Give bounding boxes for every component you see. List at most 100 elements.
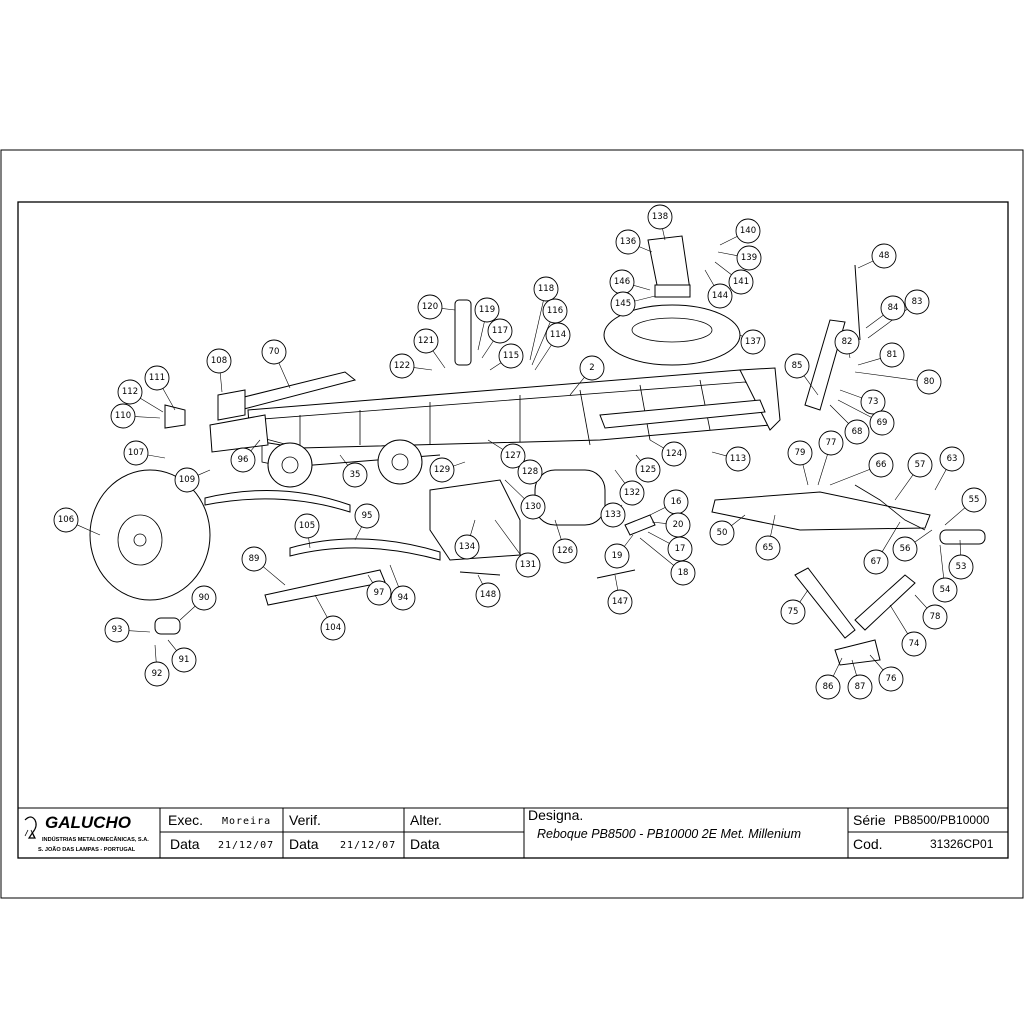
callout-89: 89	[241, 546, 267, 572]
callout-number: 70	[269, 347, 280, 357]
callout-number: 20	[673, 520, 684, 530]
callout-76: 76	[878, 666, 904, 692]
callout-circle	[815, 674, 841, 700]
callout-circle	[607, 589, 633, 615]
callout-circle	[932, 577, 958, 603]
callout-130: 130	[520, 494, 546, 520]
serie-value: PB8500/PB10000	[894, 813, 990, 827]
callout-leader-120	[441, 308, 456, 311]
callout-circle	[429, 457, 455, 483]
callout-leader-141	[714, 261, 732, 275]
callout-circle	[294, 513, 320, 539]
callout-leader-129	[453, 461, 466, 467]
callout-number: 141	[733, 277, 749, 287]
support-arm	[854, 574, 916, 631]
callout-number: 56	[900, 544, 911, 554]
callout-number: 81	[887, 350, 898, 360]
callout-circle	[878, 666, 904, 692]
callout-leader-95	[354, 526, 362, 541]
callout-number: 67	[871, 557, 882, 567]
alter-date-label: Data	[410, 836, 440, 852]
jack-handle	[854, 264, 861, 341]
callout-circle	[487, 318, 513, 344]
callout-111: 111	[144, 365, 170, 391]
callout-138: 138	[647, 204, 673, 230]
callout-circle	[500, 443, 526, 469]
callout-number: 134	[459, 542, 475, 552]
callout-circle	[171, 647, 197, 673]
callout-circle	[735, 218, 761, 244]
callout-leaders	[76, 228, 966, 677]
callout-circle	[736, 245, 762, 271]
callout-circle	[498, 343, 524, 369]
callout-87: 87	[847, 674, 873, 700]
callout-leader-74	[889, 604, 908, 634]
callout-leader-81	[857, 358, 881, 366]
callout-90: 90	[191, 585, 217, 611]
callout-number: 77	[826, 438, 837, 448]
callout-leader-112	[140, 397, 164, 413]
callout-circle	[728, 269, 754, 295]
callout-number: 91	[179, 655, 190, 665]
callout-109: 109	[174, 467, 200, 493]
callout-number: 118	[538, 284, 554, 294]
company-line2: S. JOÃO DAS LAMPAS - PORTUGAL	[38, 846, 136, 853]
rod-147	[596, 569, 636, 579]
callout-leader-57	[894, 474, 914, 501]
callout-leader-113	[711, 451, 727, 457]
callout-number: 2	[589, 363, 594, 373]
callout-83: 83	[904, 289, 930, 315]
callout-leader-145	[634, 295, 656, 302]
callout-circle	[515, 552, 541, 578]
callout-circle	[320, 615, 346, 641]
exec-date-label: Data	[170, 836, 200, 852]
callout-circle	[123, 440, 149, 466]
callout-circle	[261, 339, 287, 365]
callout-circle	[454, 534, 480, 560]
callout-circle	[366, 580, 392, 606]
alter-label: Alter.	[410, 812, 442, 828]
callout-circle	[144, 661, 170, 687]
callout-77: 77	[818, 430, 844, 456]
callout-circle	[174, 467, 200, 493]
callout-92: 92	[144, 661, 170, 687]
verif-label: Verif.	[289, 812, 321, 828]
callout-circle	[600, 502, 626, 528]
callout-number: 80	[924, 377, 935, 387]
callout-circle	[834, 329, 860, 355]
callout-82: 82	[834, 329, 860, 355]
callout-114: 114	[545, 322, 571, 348]
callout-leader-80	[854, 371, 918, 381]
callout-leader-66	[829, 469, 870, 486]
callout-number: 120	[422, 302, 438, 312]
callout-104: 104	[320, 615, 346, 641]
callout-leader-63	[934, 469, 947, 491]
callout-leader-139	[717, 251, 738, 256]
light-plate	[217, 389, 246, 421]
callout-leader-35	[339, 454, 349, 466]
callout-131: 131	[515, 552, 541, 578]
callout-67: 67	[863, 549, 889, 575]
callout-circle	[871, 243, 897, 269]
callout-number: 17	[675, 544, 686, 554]
callout-circle	[191, 585, 217, 611]
callout-leader-111	[162, 388, 176, 411]
callout-120: 120	[417, 294, 443, 320]
callout-17: 17	[667, 536, 693, 562]
callout-circle	[707, 283, 733, 309]
callout-leader-118	[529, 300, 544, 361]
axle-assembly	[267, 439, 441, 488]
chassis-frame	[247, 367, 781, 471]
callout-number: 79	[795, 448, 806, 458]
callout-145: 145	[610, 291, 636, 317]
callout-79: 79	[787, 440, 813, 466]
callout-19: 19	[604, 543, 630, 569]
callout-circle	[869, 410, 895, 436]
callout-circle	[413, 328, 439, 354]
callout-circle	[961, 487, 987, 513]
exec-label: Exec.	[168, 812, 203, 828]
callout-number: 130	[525, 502, 541, 512]
callout-circle	[939, 446, 965, 472]
callout-circle	[901, 631, 927, 657]
callout-number: 112	[122, 387, 138, 397]
